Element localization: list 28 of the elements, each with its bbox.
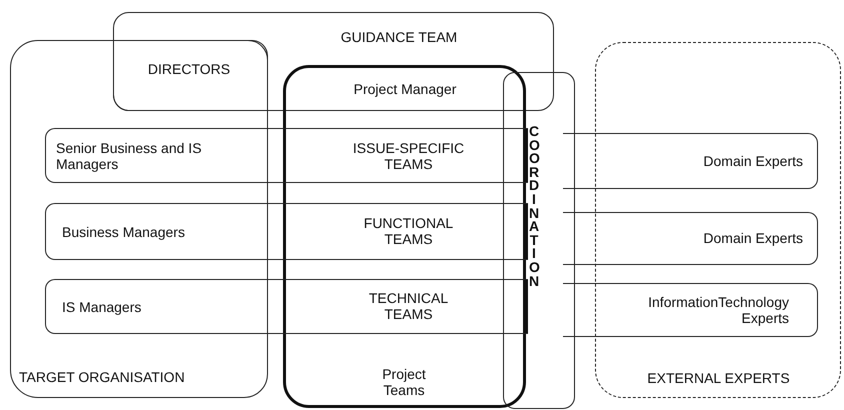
team-label: Project Teams xyxy=(381,366,427,398)
expert-band xyxy=(563,212,818,265)
group-box xyxy=(595,42,841,398)
group-title: GUIDANCE TEAM xyxy=(340,29,458,45)
team-label: Senior Business and IS Managers xyxy=(56,140,203,172)
expert-label: Domain Experts xyxy=(702,230,803,246)
team-band xyxy=(45,279,528,334)
group-box xyxy=(113,40,268,111)
team-label: IS Managers xyxy=(62,299,142,315)
group-box xyxy=(10,40,268,398)
team-band xyxy=(45,128,528,183)
team-label: ISSUE-SPECIFIC TEAMS xyxy=(352,140,466,172)
group-title: TARGET ORGANISATION xyxy=(19,369,186,385)
team-band xyxy=(45,203,528,260)
coordination-column xyxy=(503,72,575,409)
project-team-box xyxy=(283,65,526,408)
group-box xyxy=(113,12,554,111)
expert-label: InformationTechnology Experts xyxy=(647,294,789,326)
team-label: TECHNICAL TEAMS xyxy=(368,290,450,322)
expert-band xyxy=(563,133,818,189)
team-label: Project Manager xyxy=(352,81,458,97)
group-title: DIRECTORS xyxy=(146,61,232,77)
team-label: Business Managers xyxy=(62,224,186,240)
expert-band xyxy=(563,283,818,337)
group-title: EXTERNAL EXPERTS xyxy=(646,370,791,386)
vertical-label: COORDINATION xyxy=(529,125,543,288)
expert-label: Domain Experts xyxy=(702,153,803,169)
team-label: FUNCTIONAL TEAMS xyxy=(362,215,454,247)
